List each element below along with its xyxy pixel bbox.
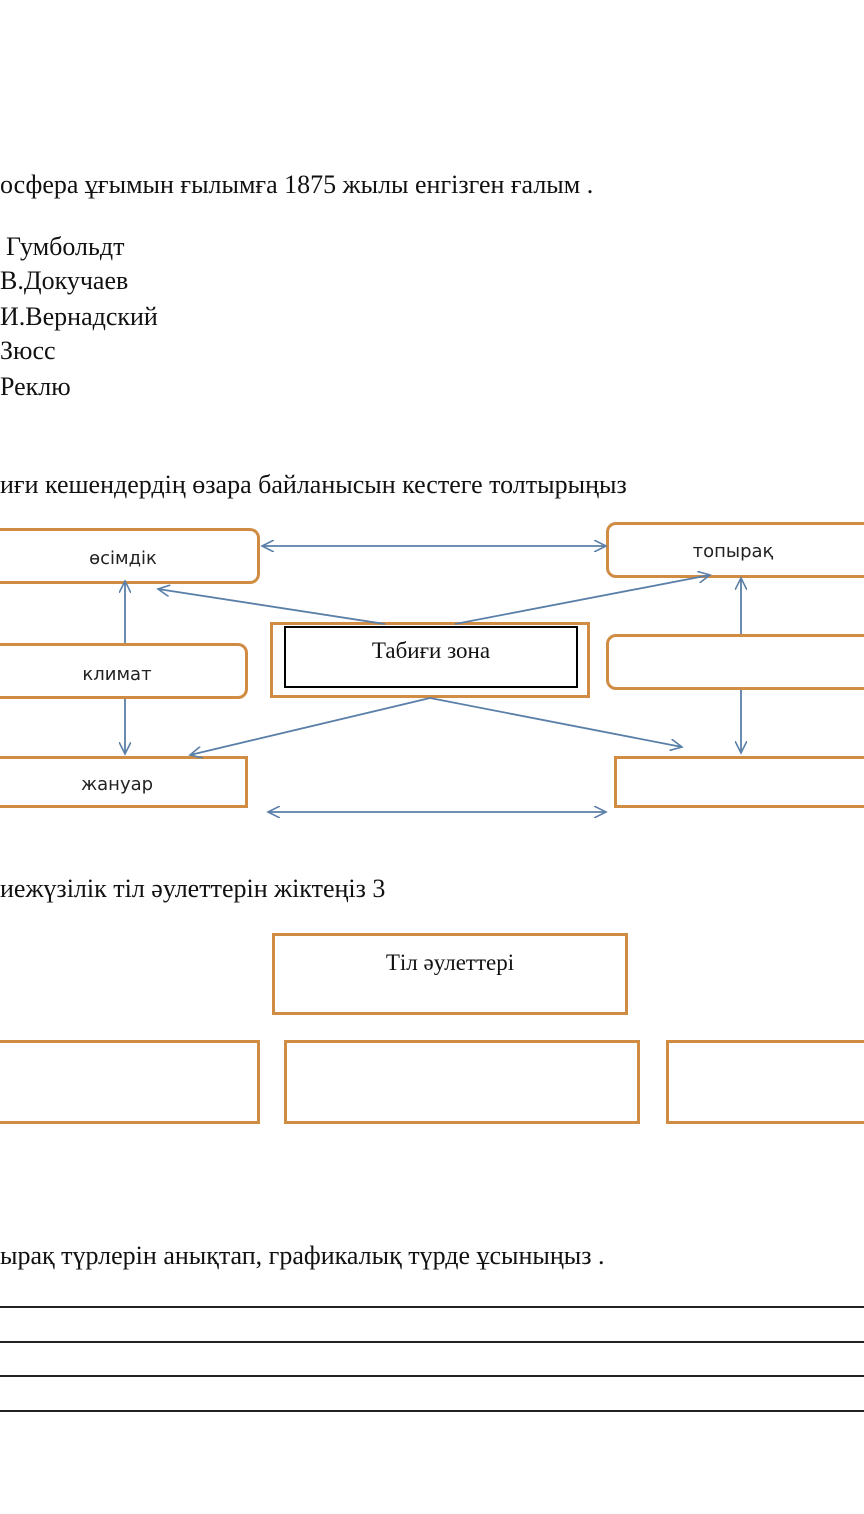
question-2-text: иғи кешендердің өзара байланысын кестеге… bbox=[0, 470, 627, 499]
arrow-center-animal bbox=[190, 697, 431, 755]
plant-label: өсімдік bbox=[89, 548, 157, 569]
arrow-center-plant bbox=[158, 589, 386, 625]
empty-language-box-3 bbox=[666, 1040, 864, 1124]
climate-label: климат bbox=[82, 664, 152, 685]
empty-box-right-middle bbox=[606, 634, 864, 690]
option-1: Гумбольдт bbox=[6, 232, 125, 261]
answer-line-3 bbox=[0, 1375, 864, 1377]
option-5: Реклю bbox=[0, 372, 71, 401]
answer-line-4 bbox=[0, 1410, 864, 1412]
answer-line-2 bbox=[0, 1341, 864, 1343]
option-2: В.Докучаев bbox=[0, 266, 129, 295]
option-3: И.Вернадский bbox=[0, 302, 158, 331]
arrow-center-soil bbox=[454, 575, 710, 625]
arrow-center-right-bottom bbox=[429, 697, 682, 747]
question-1-text: осфера ұғымын ғылымға 1875 жылы енгізген… bbox=[0, 170, 594, 199]
question-4-text: ырақ түрлерін анықтап, графикалық түрде … bbox=[0, 1241, 605, 1270]
empty-box-right-bottom bbox=[614, 756, 864, 808]
animal-label: жануар bbox=[80, 774, 154, 795]
option-4: Зюсс bbox=[0, 336, 56, 365]
animal-box: жануар bbox=[0, 756, 248, 808]
center-label: Табиғи зона bbox=[371, 638, 491, 663]
climate-box: климат bbox=[0, 643, 248, 699]
center-outer-box bbox=[270, 622, 590, 698]
language-families-box: Тіл әулеттері bbox=[272, 933, 628, 1015]
language-families-label: Тіл әулеттері bbox=[385, 950, 515, 975]
question-3-text: иежүзілік тіл әулеттерін жіктеңіз 3 bbox=[0, 874, 386, 903]
empty-language-box-2 bbox=[284, 1040, 640, 1124]
soil-label: топырақ bbox=[692, 541, 774, 562]
empty-language-box-1 bbox=[0, 1040, 260, 1124]
answer-line-1 bbox=[0, 1306, 864, 1308]
center-inner-box: Табиғи зона bbox=[284, 626, 578, 688]
